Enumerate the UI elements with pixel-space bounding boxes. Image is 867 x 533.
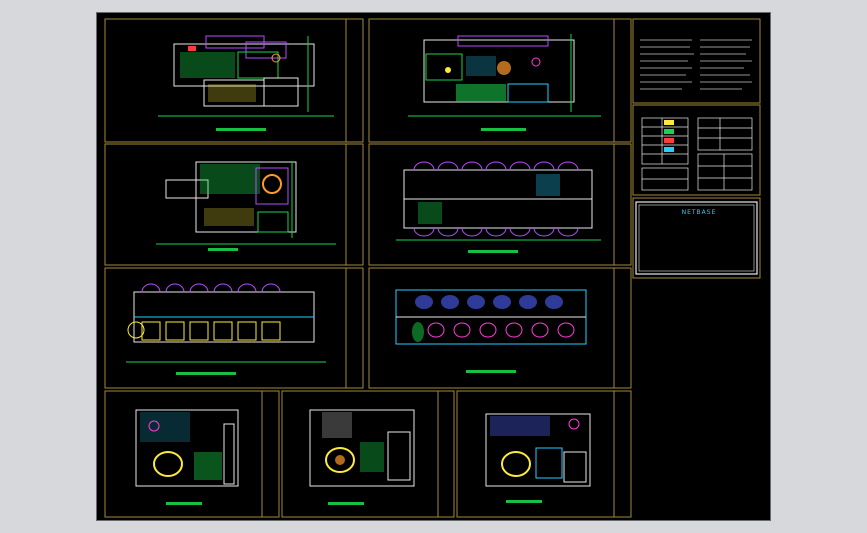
sheet-frame-notes	[632, 18, 761, 104]
floor-plan-6	[395, 289, 587, 373]
sheet-frame-plan-9	[456, 390, 632, 518]
cad-viewport[interactable]: NETBASE	[96, 12, 771, 521]
floor-plan-1	[158, 35, 334, 131]
sheet-frame-stamp	[632, 197, 761, 279]
stamp-line-1: NETBASE	[682, 209, 717, 216]
floor-plan-2	[408, 34, 601, 131]
sheet-frame-plan-7	[104, 390, 280, 518]
sheet-frame-plan-1	[104, 18, 364, 143]
floor-plan-7	[135, 409, 239, 505]
floor-plan-9	[485, 413, 591, 503]
cad-drawing-sheet: NETBASE	[104, 18, 761, 518]
sheet-frame-legend	[632, 104, 761, 196]
sheet-frame-plan-8	[281, 390, 455, 518]
sheet-frames	[104, 18, 761, 518]
floor-plan-4	[396, 161, 601, 253]
title-stamp: NETBASE	[635, 201, 758, 275]
sheet-frame-plan-6	[368, 267, 632, 389]
sheet-frame-plan-4	[368, 143, 632, 266]
floor-plan-3	[156, 161, 336, 251]
legend-tables	[641, 117, 753, 191]
design-notes-panel	[640, 39, 752, 90]
legend-swatches	[664, 120, 674, 152]
sheet-frame-plan-5	[104, 267, 364, 389]
floor-plan-8	[309, 409, 415, 505]
sheet-frame-plan-3	[104, 143, 364, 266]
floor-plan-5	[126, 283, 326, 375]
sheet-frame-plan-2	[368, 18, 632, 143]
